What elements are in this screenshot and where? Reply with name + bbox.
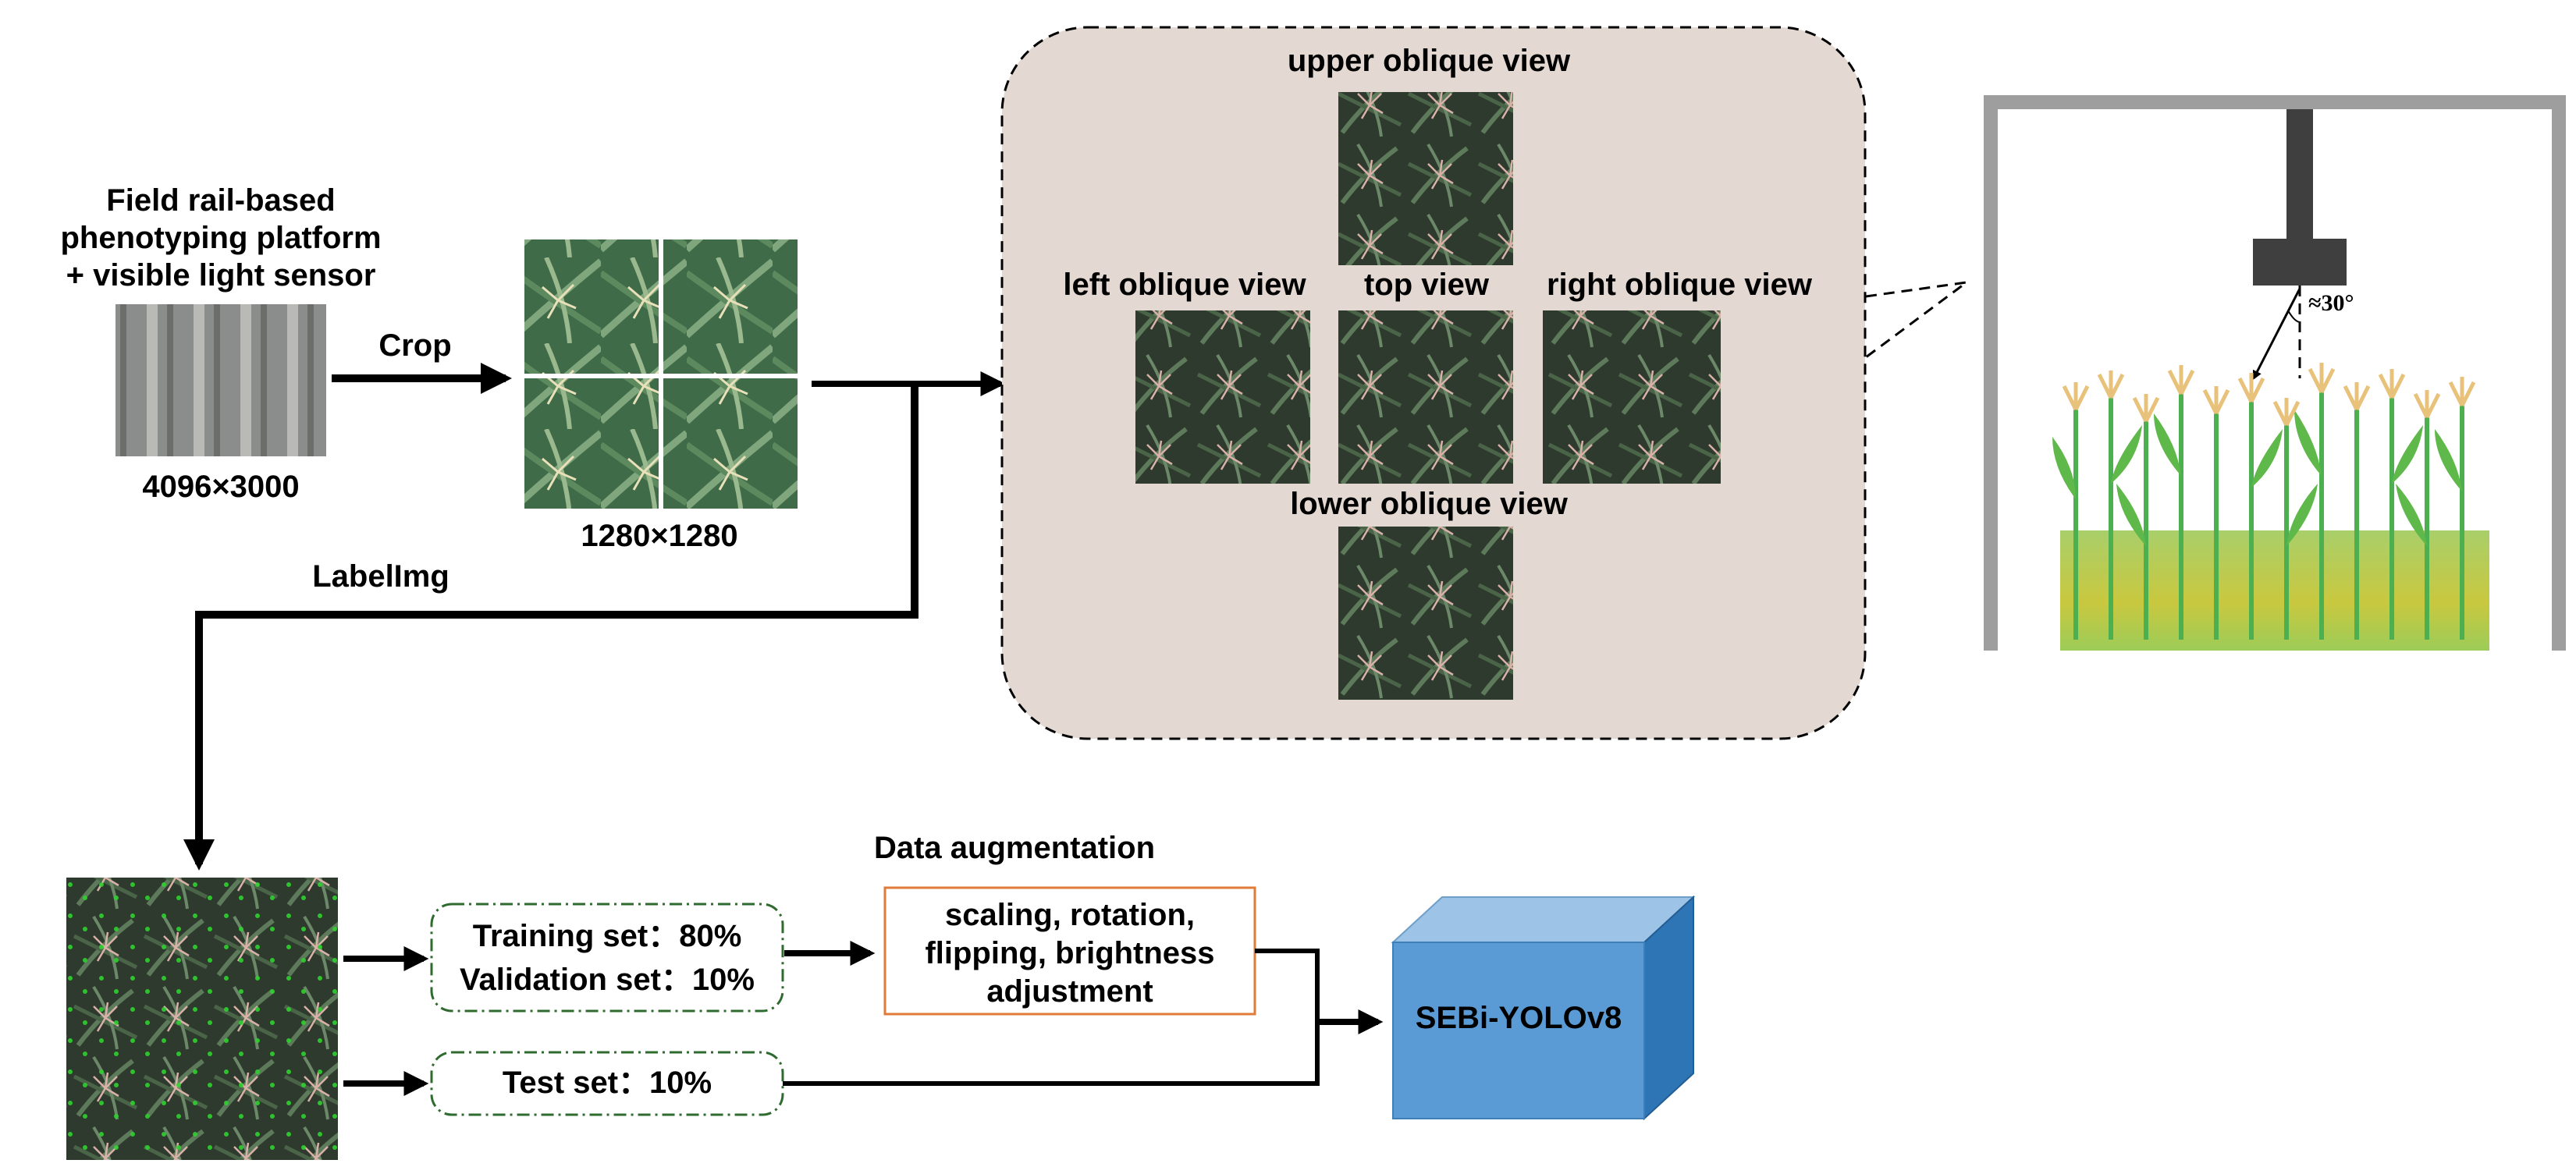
rail-platform-illustration	[1984, 95, 2566, 651]
test-box	[430, 1051, 784, 1116]
platform-title-line-3: + visible light sensor	[66, 258, 376, 293]
labelimg-arrow	[183, 384, 918, 871]
platform-title-line-2: phenotyping platform	[60, 221, 381, 255]
left-view-label: left oblique view	[1063, 268, 1306, 302]
crop-label: Crop	[378, 328, 451, 363]
lower-view-image	[1338, 527, 1513, 700]
model-cube	[1391, 895, 1696, 1121]
model-name: SEBi-YOLOv8	[1416, 1001, 1622, 1035]
raw-resolution-label: 4096×3000	[142, 470, 299, 504]
platform-title-line-1: Field rail-based	[106, 183, 335, 218]
left-view-image	[1135, 310, 1310, 484]
augmentation-line-2: flipping, brightness	[925, 936, 1214, 970]
lower-view-label: lower oblique view	[1290, 487, 1569, 521]
train-val-box	[430, 903, 784, 1013]
augmentation-line-1: scaling, rotation,	[945, 898, 1195, 932]
top-view-image	[1338, 310, 1513, 484]
right-view-image	[1543, 310, 1721, 484]
labelimg-label: LabelImg	[312, 559, 449, 594]
annotated-image	[66, 878, 338, 1160]
merge-connector	[783, 949, 1320, 1086]
upper-view-image	[1338, 92, 1513, 265]
augmentation-box	[883, 886, 1256, 1016]
raw-field-image	[115, 304, 326, 456]
augmentation-line-3: adjustment	[986, 974, 1153, 1009]
top-view-label: top view	[1364, 268, 1490, 302]
test-split-label: Test set：10%	[503, 1066, 712, 1100]
augmentation-title: Data augmentation	[874, 831, 1155, 865]
right-view-label: right oblique view	[1547, 268, 1813, 302]
val-split-label: Validation set：10%	[460, 963, 755, 997]
cropped-image-grid	[524, 239, 798, 509]
callout-pointer	[1865, 281, 1967, 359]
camera-angle-label: ≈30°	[2308, 290, 2354, 316]
upper-view-label: upper oblique view	[1288, 44, 1571, 78]
train-split-label: Training set：80%	[473, 919, 742, 953]
crop-resolution-label: 1280×1280	[581, 519, 737, 553]
